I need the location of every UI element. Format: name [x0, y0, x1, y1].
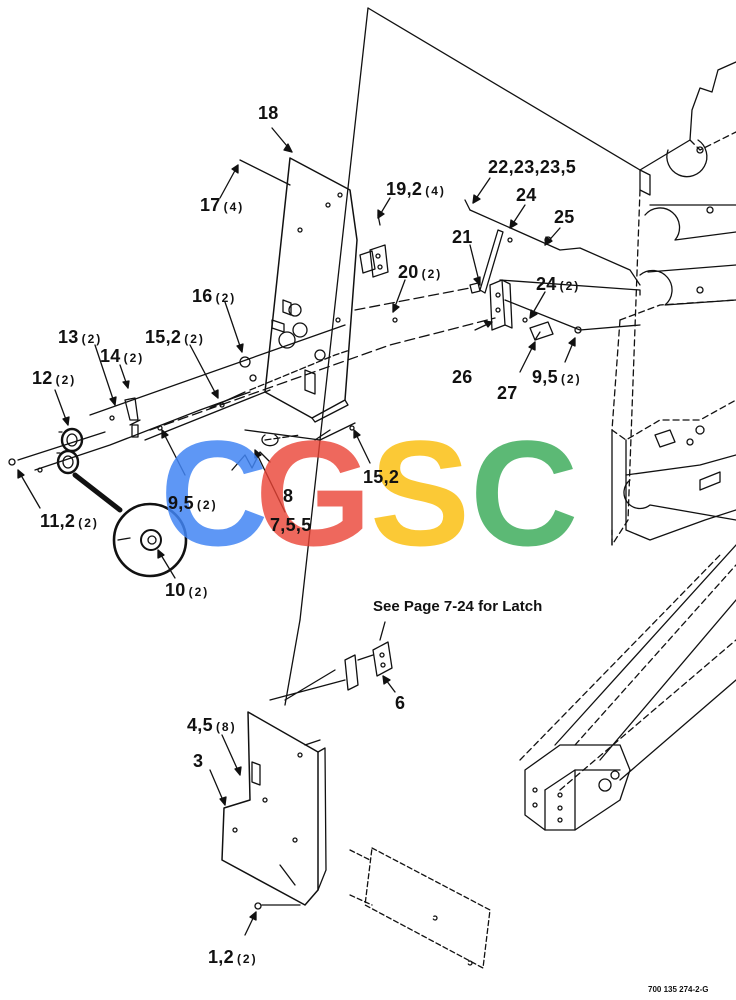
watermark-letter-c1: C: [160, 409, 268, 577]
callout-14: 14(2): [100, 346, 145, 366]
callout-9-5-right: 9,5(2): [532, 367, 582, 387]
callout-18: 18: [258, 103, 279, 123]
callout-10: 10(2): [165, 580, 210, 600]
pulley-10-detail: [72, 472, 188, 578]
drawing-number: 700 135 274-2-G: [648, 985, 709, 994]
callout-12: 12(2): [32, 368, 77, 388]
panel-3: [221, 669, 346, 910]
callout-20: 20(2): [398, 262, 443, 282]
callout-8: 8: [283, 486, 294, 506]
callout-16: 16(2): [192, 286, 237, 306]
callout-26: 26: [452, 367, 473, 387]
watermark-letter-c2: C: [470, 409, 578, 577]
callout-1-2: 1,2(2): [208, 947, 258, 967]
bracket-21-26: [469, 229, 513, 331]
callout-13: 13(2): [58, 327, 103, 347]
machine-frame: [284, 7, 736, 831]
callout-4-5: 4,5(8): [187, 715, 237, 735]
callout-17: 17(4): [200, 195, 245, 215]
callout-3: 3: [193, 751, 204, 771]
callout-7-5-5: 7,5,5: [270, 515, 312, 535]
callout-6: 6: [395, 693, 406, 713]
callout-19-2: 19,2(4): [386, 179, 446, 199]
watermark-letter-g: G: [255, 409, 372, 577]
callout-24-top: 24: [516, 185, 537, 205]
callout-15-2-upper: 15,2(2): [145, 327, 205, 347]
latch-6: [344, 621, 393, 691]
callout-21: 21: [452, 227, 473, 247]
cover-panel-dashed: [349, 847, 491, 969]
bracket-27: [522, 317, 582, 341]
callout-11-2: 11,2(2): [40, 511, 99, 531]
callout-24-bottom: 24(2): [536, 274, 581, 294]
callout-25: 25: [554, 207, 575, 227]
pulley-12: [56, 427, 84, 475]
callout-15-2-lower: 15,2: [363, 467, 400, 487]
callout-22-23: 22,23,23,5: [488, 157, 577, 177]
latch-reference-note: See Page 7-24 for Latch: [373, 598, 543, 615]
brackets-19: [359, 244, 389, 278]
callout-27: 27: [497, 383, 518, 403]
callout-9-5-left: 9,5(2): [168, 493, 218, 513]
watermark-letter-s: S: [370, 409, 470, 577]
assembly-lines: [17, 199, 641, 471]
leader-arrows: [17, 127, 576, 936]
